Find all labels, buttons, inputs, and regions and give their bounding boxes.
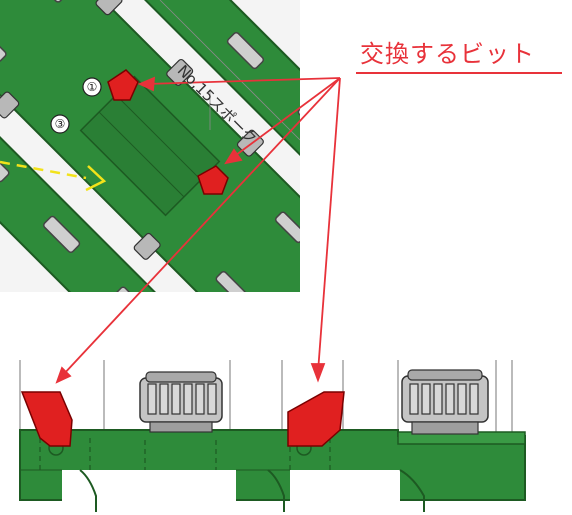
marker-label-3: ③ [54,117,66,131]
replace-bit-lower [197,165,229,195]
disc-cutter-right [401,369,489,435]
slot [0,30,7,63]
replace-bit-upper [107,69,139,101]
slot [274,211,300,244]
side-replace-bit-right [287,391,345,447]
pocket-left [62,470,236,512]
callout-arrows [55,76,341,384]
cutter-bit [133,232,161,260]
slot [113,286,151,292]
spoke-plate [79,75,221,217]
slot [215,270,248,292]
side-view [19,360,526,512]
callout-underline [356,72,562,74]
cutter-bit [166,58,194,86]
cutter-bit [95,0,123,16]
construction-line [159,0,300,141]
yellow-guide-line [0,160,87,180]
replace-bit-callout: 交換するビット [360,40,535,68]
disc-cutter-left [139,371,223,433]
arrowhead [310,363,326,383]
yellow-guide-arrowhead [85,165,107,192]
pocket-mid [290,470,400,512]
side-replace-bit-left [20,391,73,447]
arrowhead [137,76,156,92]
marker-circle-3 [50,114,70,134]
slot [226,31,265,70]
slot [297,102,300,140]
arrowhead [224,148,243,165]
slot [43,215,81,253]
marker-label-1: ① [86,80,98,94]
cutter-bit [0,91,20,119]
arrowhead [55,366,72,384]
marker-circle-1 [82,77,102,97]
slot [0,145,10,183]
plan-view [0,0,300,292]
